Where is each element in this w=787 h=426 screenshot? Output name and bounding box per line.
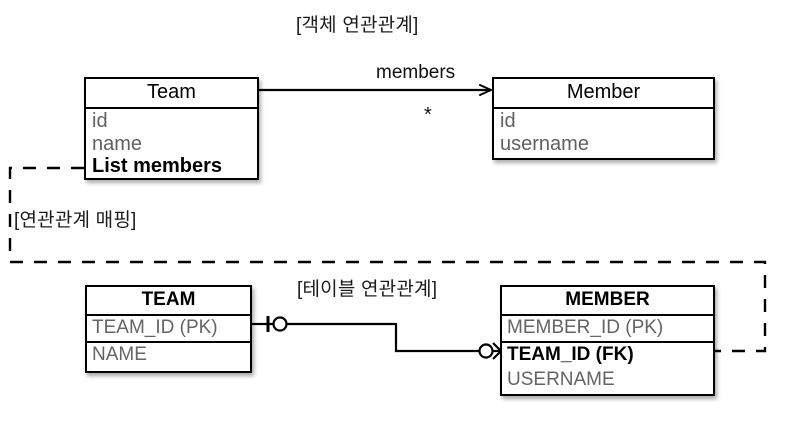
uml-attribute: username [500, 132, 589, 155]
erd-column: NAME [92, 344, 147, 366]
erd-table-member[interactable]: MEMBER MEMBER_ID (PK) TEAM_ID (FK) USERN… [500, 285, 715, 396]
association-multiplicity: * [424, 104, 432, 126]
uml-attribute: id [500, 110, 516, 132]
erd-column-foreign-key: TEAM_ID (FK) [507, 344, 634, 366]
uml-class-member-name: Member [494, 79, 713, 109]
erd-table-team-columns-section: NAME [87, 343, 250, 368]
erd-table-team-pk-section: TEAM_ID (PK) [87, 316, 250, 344]
uml-class-team-attributes: id name List members [86, 109, 257, 180]
uml-attribute: List members [92, 155, 223, 178]
mapping-section-title: [연관관계 매핑] [14, 210, 137, 231]
erd-column: USERNAME [507, 368, 615, 390]
erd-table-member-columns-section: TEAM_ID (FK) USERNAME [502, 343, 713, 393]
erd-table-member-name: MEMBER [502, 287, 713, 316]
erd-table-team[interactable]: TEAM TEAM_ID (PK) NAME [85, 285, 252, 373]
uml-class-team-name: Team [86, 79, 257, 109]
uml-attribute: id [92, 110, 108, 132]
erd-table-team-name: TEAM [87, 287, 250, 316]
uml-class-team[interactable]: Team id name List members [84, 77, 259, 180]
table-section-title: [테이블 연관관계] [297, 279, 438, 300]
uml-attribute: name [92, 132, 143, 155]
uml-class-member-attributes: id username [494, 109, 713, 157]
erd-relationship-connector [252, 316, 502, 360]
erd-column: MEMBER_ID (PK) [507, 317, 664, 338]
object-section-title: [객체 연관관계] [296, 15, 419, 36]
erd-table-member-pk-section: MEMBER_ID (PK) [502, 316, 713, 344]
association-label-members: members [376, 62, 456, 83]
uml-class-member[interactable]: Member id username [492, 77, 715, 160]
erd-column: TEAM_ID (PK) [92, 317, 218, 338]
